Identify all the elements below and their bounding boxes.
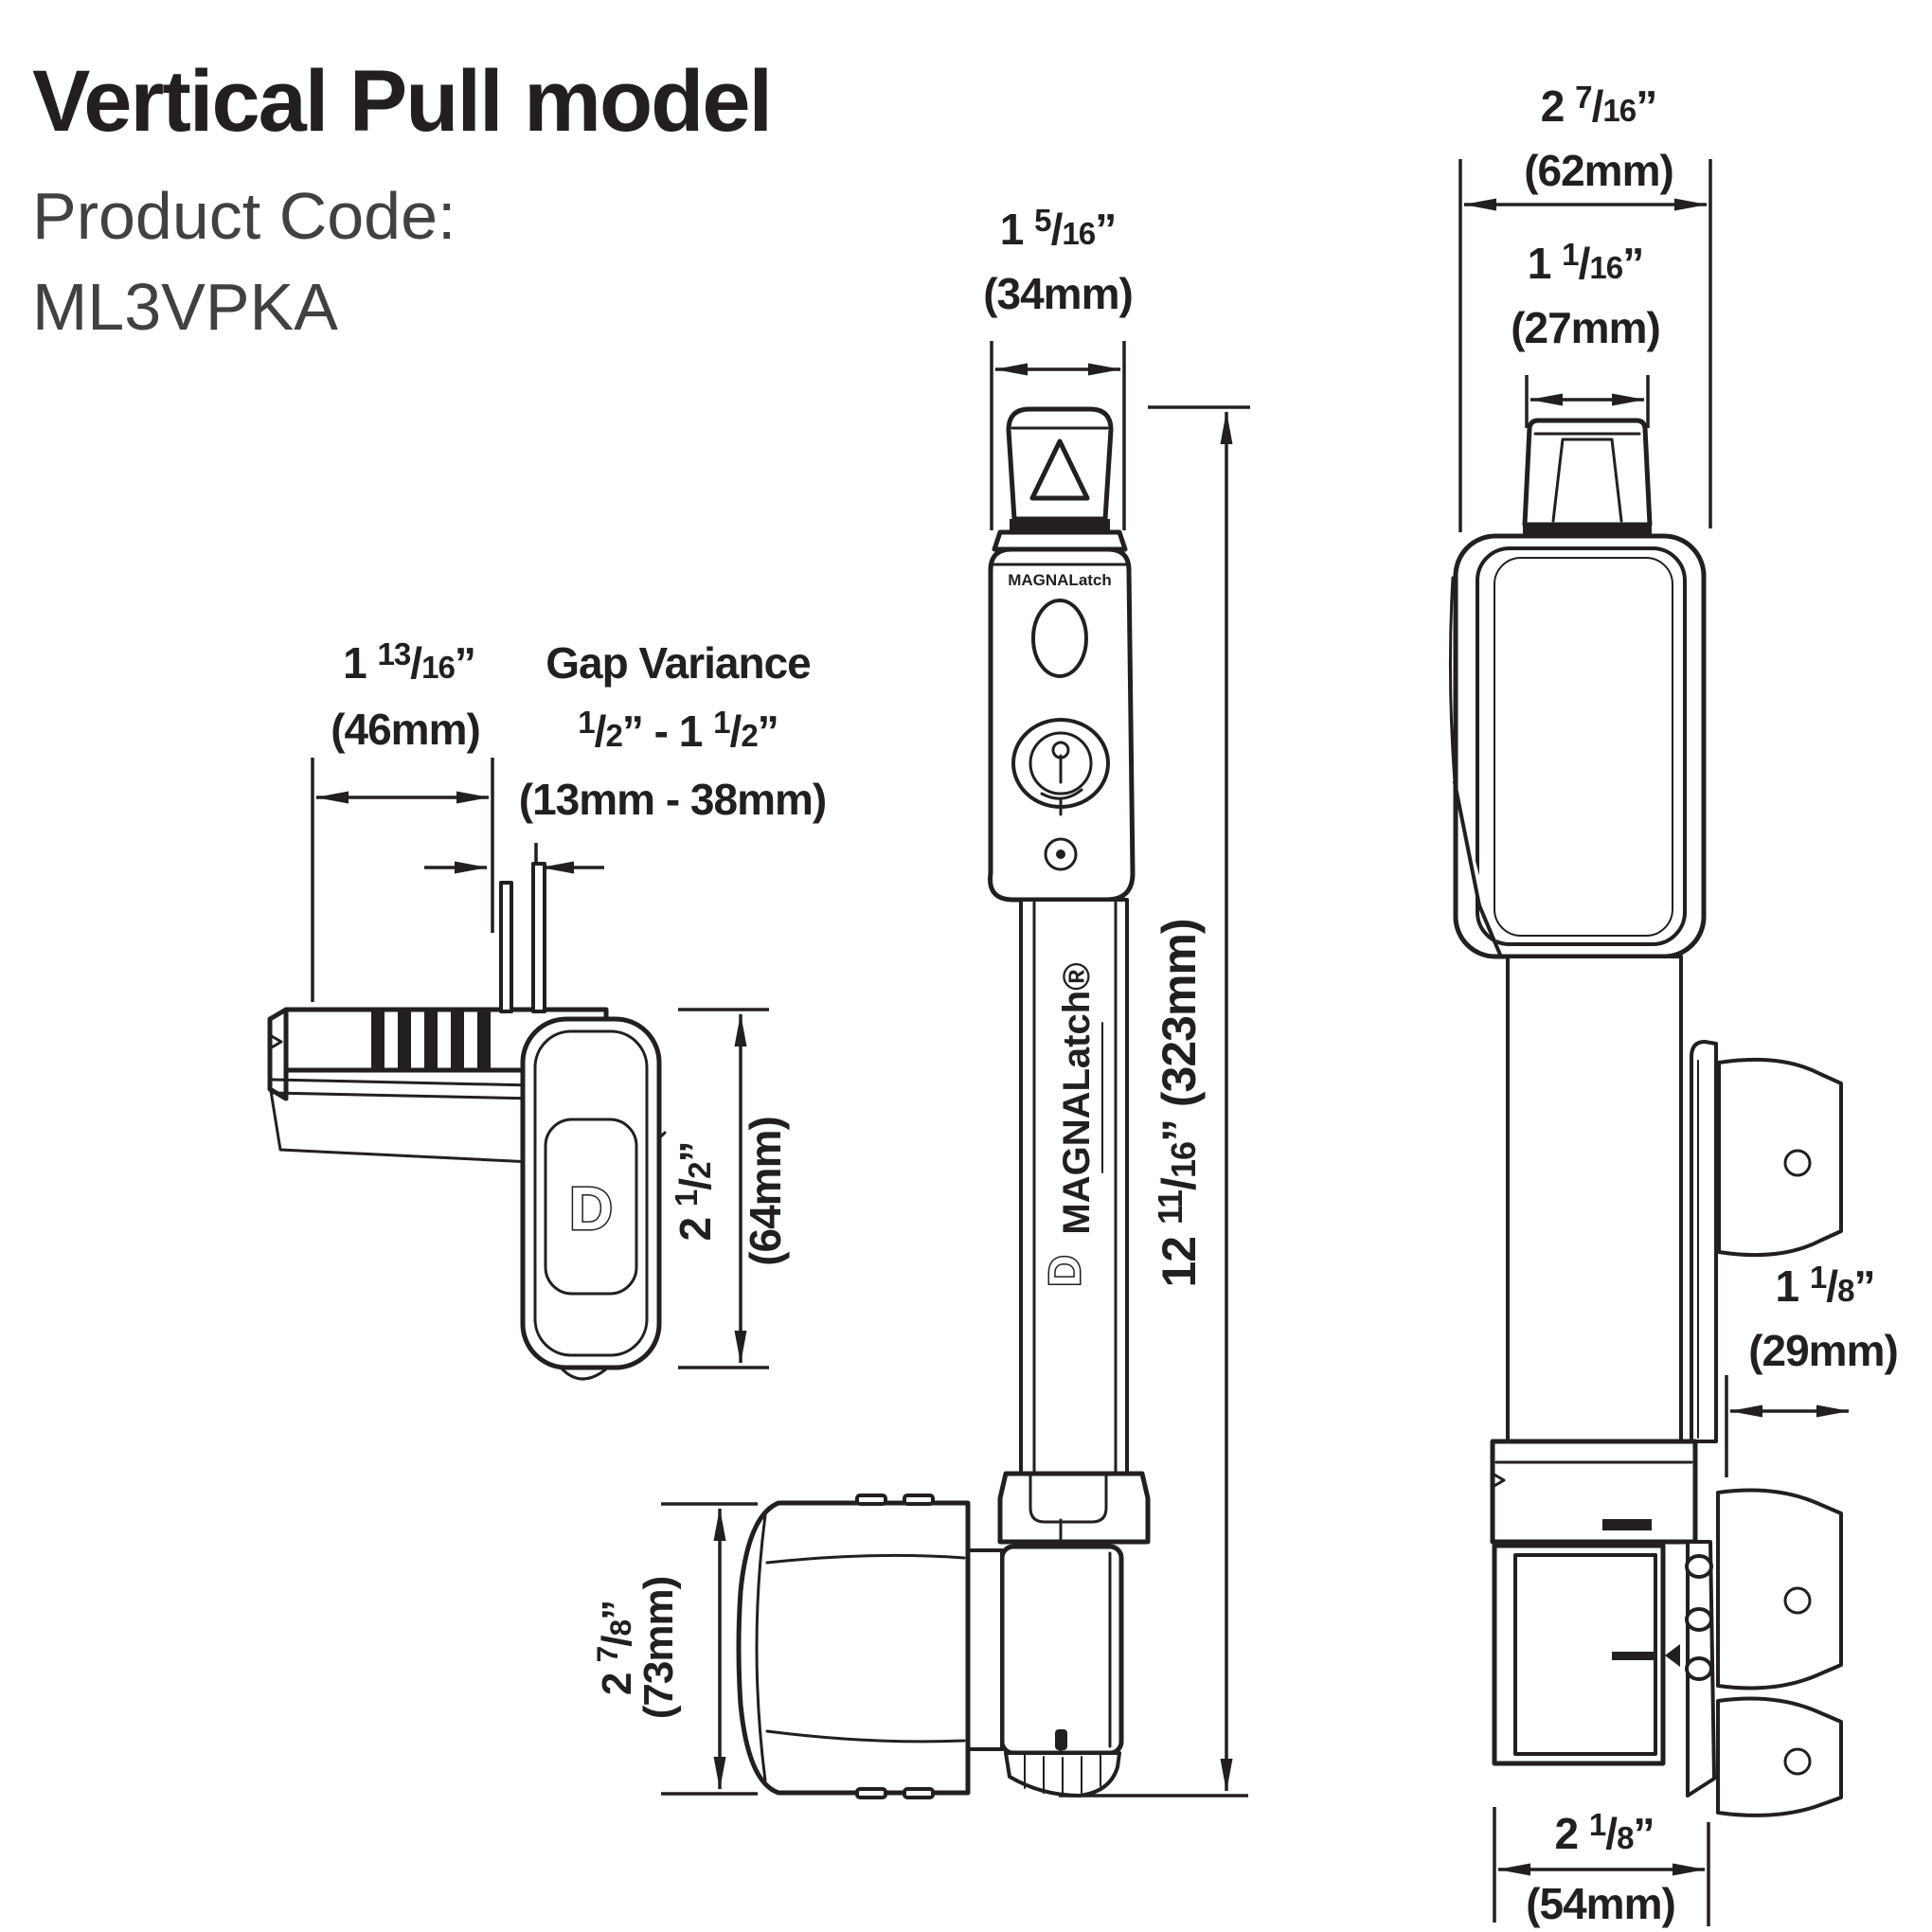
- header: Vertical Pull model Product Code: ML3VPK…: [32, 53, 773, 344]
- gate-pin: [531, 862, 546, 1013]
- shaft-front: [1019, 898, 1129, 1477]
- screw-head: [1044, 837, 1078, 871]
- bottom-collar: [997, 1471, 1151, 1545]
- knob-collar: [992, 529, 1128, 552]
- d-and-d-logo-shaft: D: [1040, 1255, 1089, 1286]
- side-knob-inch-label: 1 1/16”: [1528, 238, 1643, 288]
- housing-tabs: [855, 1494, 935, 1799]
- screw-center: [1056, 850, 1065, 859]
- gate-backing-plate: [1690, 1040, 1718, 1443]
- side-width-mm-label: (62mm): [1524, 146, 1673, 195]
- base-width-mm-label: (54mm): [1526, 1879, 1675, 1928]
- rib: [398, 1010, 411, 1070]
- offset-mm-label: (29mm): [1748, 1326, 1898, 1375]
- tab: [855, 1787, 887, 1799]
- latch-tab: [1602, 1519, 1652, 1530]
- post-bracket-upper: [1717, 1057, 1843, 1258]
- end-cap-notch: [268, 1033, 283, 1050]
- rib: [424, 1010, 438, 1070]
- bracket-hole: [1783, 1149, 1812, 1177]
- housing-left-curve: [755, 1513, 767, 1782]
- bottom-lock-body: [999, 1544, 1124, 1756]
- key-cylinder: [1029, 731, 1093, 796]
- tab: [903, 1787, 935, 1799]
- magnet-height-mm-label: (73mm): [635, 1577, 682, 1720]
- tab: [903, 1494, 935, 1506]
- top-view: 1 13/16” (46mm) Gap Variance 1/2” - 1 1/…: [267, 637, 827, 1381]
- bottom-housing-side: [1490, 1439, 1698, 1545]
- body-inner-line-2: [1494, 557, 1673, 937]
- top-width-inch-label: 1 13/16”: [343, 637, 475, 688]
- striker-bar: [1612, 1652, 1654, 1660]
- top-depth-inch-label: 2 1/2”: [670, 1142, 720, 1242]
- side-knob-mm-label: (27mm): [1511, 303, 1660, 352]
- bracket-hole: [1783, 1747, 1812, 1776]
- body-inner-line: [1476, 546, 1687, 946]
- knob-base-band: [1010, 519, 1110, 532]
- knob-triangle-icon: [1029, 438, 1090, 501]
- page-title: Vertical Pull model: [32, 53, 771, 150]
- knob-base-band: [1523, 523, 1652, 536]
- front-knob-mm-label: (34mm): [983, 269, 1133, 318]
- brand-text-vertical: MAGNALatch®: [1056, 962, 1098, 1234]
- front-view: 1 5/16” (34mm) 12 11/16” (323mm) MAGNALa…: [590, 204, 1250, 1799]
- knob-face-lines: [1551, 438, 1623, 523]
- gap-range-mm-label: (13mm - 38mm): [519, 775, 826, 824]
- alignment-arrow-icon: [1665, 1644, 1680, 1667]
- rib: [451, 1010, 464, 1070]
- front-height-label: 12 11/16” (323mm): [1151, 919, 1206, 1287]
- screw: [1685, 1656, 1713, 1681]
- tab: [855, 1494, 887, 1506]
- brand-text-top: MAGNALatch: [1008, 571, 1112, 589]
- product-code-value: ML3VPKA: [32, 270, 338, 344]
- gap-variance-title: Gap Variance: [546, 638, 811, 688]
- base-width-inch-label: 2 1/8”: [1555, 1808, 1655, 1858]
- side-width-inch-label: 2 7/16”: [1541, 80, 1656, 131]
- top-width-mm-label: (46mm): [331, 705, 480, 754]
- gate-pin: [499, 881, 513, 1013]
- side-view: 2 7/16” (62mm) 1 1/16” (27mm) 1 1/8” (2: [1448, 80, 1899, 1928]
- channel-ribs: [371, 1010, 491, 1070]
- release-button: [1031, 599, 1088, 678]
- screw: [1685, 1554, 1713, 1579]
- front-knob-inch-label: 1 5/16”: [1000, 204, 1116, 254]
- gap-range-inch-label: 1/2” - 1 1/2”: [578, 706, 778, 756]
- latch-body-top-view: [520, 1016, 662, 1370]
- adjustment-screws: [1685, 1554, 1713, 1681]
- rib: [371, 1010, 385, 1070]
- bracket-hole: [1783, 1586, 1812, 1615]
- pull-knob-side: [1522, 418, 1653, 528]
- body-left-bump: [1448, 576, 1457, 784]
- d-and-d-logo: D: [569, 1174, 613, 1243]
- body-left-flap: [1453, 780, 1502, 957]
- magnet-housing: [736, 1500, 971, 1796]
- keyhole-swoosh: [1040, 788, 1083, 800]
- post-bracket-lower-a: [1716, 1488, 1843, 1690]
- skirt-ribs: [1024, 1754, 1101, 1796]
- housing-inner-bottom: [765, 1729, 966, 1744]
- shaft-side: [1506, 955, 1683, 1443]
- top-depth-mm-label: (64mm): [741, 1117, 790, 1266]
- magnet-nub: [1055, 1729, 1067, 1750]
- latch-body-panel: [544, 1118, 638, 1296]
- housing-notch: [1491, 1472, 1506, 1489]
- rib: [477, 1010, 491, 1070]
- housing-inner-top: [765, 1553, 966, 1565]
- offset-inch-label: 1 1/8”: [1776, 1261, 1875, 1311]
- latch-body-inner-line: [533, 1029, 649, 1357]
- post-bracket-lower-b: [1716, 1696, 1843, 1817]
- body-bottom-tab: [559, 1366, 610, 1381]
- screw: [1685, 1607, 1713, 1632]
- latch-arm-end-cap: [267, 1007, 289, 1101]
- magnet-height-inch-label: 2 7/8”: [590, 1601, 640, 1695]
- product-code-label: Product Code:: [32, 179, 456, 253]
- collar-throat: [1029, 1472, 1108, 1524]
